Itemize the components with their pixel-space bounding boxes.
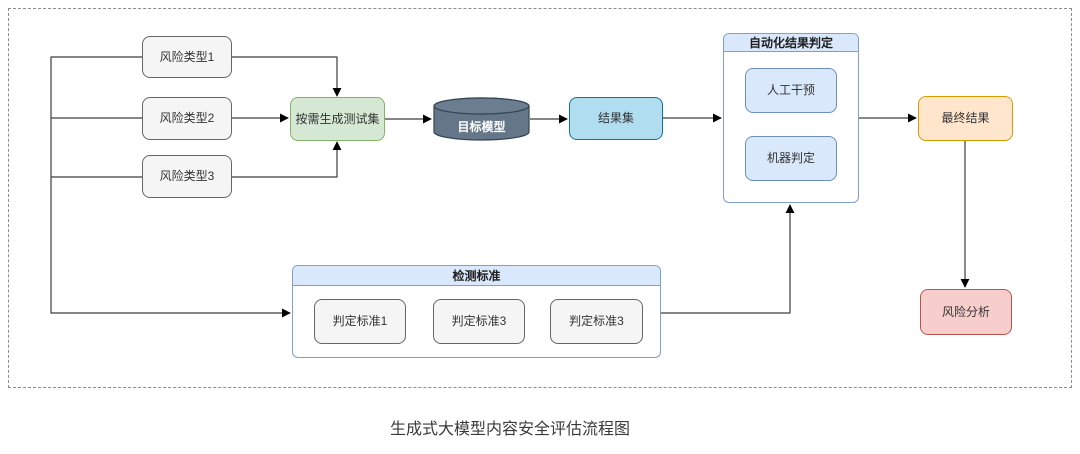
node-final-result-label: 最终结果 [941, 111, 990, 126]
container-detection-standard-header: 检测标准 [293, 266, 660, 286]
container-auto-judgement-header: 自动化结果判定 [724, 34, 858, 52]
node-criterion-1: 判定标准1 [314, 299, 406, 344]
node-risk-type-3: 风险类型3 [142, 155, 232, 198]
node-target-model-label: 目标模型 [457, 119, 506, 134]
node-result-set-label: 结果集 [597, 111, 634, 126]
node-manual-intervention-label: 人工干预 [766, 83, 815, 98]
node-generate-test-set-label: 按需生成测试集 [295, 111, 380, 126]
node-result-set: 结果集 [569, 97, 663, 140]
container-auto-judgement: 自动化结果判定 人工干预 机器判定 [723, 33, 859, 203]
node-generate-test-set: 按需生成测试集 [290, 97, 385, 141]
node-machine-judgement: 机器判定 [745, 136, 837, 181]
container-detection-standard-title: 检测标准 [452, 269, 501, 283]
node-risk-type-1-label: 风险类型1 [159, 49, 215, 64]
node-criterion-3-label: 判定标准3 [569, 314, 624, 329]
node-machine-judgement-label: 机器判定 [766, 151, 815, 166]
node-criterion-1-label: 判定标准1 [332, 314, 388, 329]
node-final-result: 最终结果 [918, 96, 1013, 141]
node-criterion-3: 判定标准3 [550, 299, 643, 344]
node-risk-type-2-label: 风险类型2 [159, 111, 215, 126]
node-risk-analysis: 风险分析 [920, 289, 1012, 335]
node-criterion-2: 判定标准3 [433, 299, 525, 344]
node-manual-intervention: 人工干预 [745, 68, 837, 113]
node-risk-type-1: 风险类型1 [142, 36, 232, 78]
cylinder-shape [433, 97, 530, 141]
node-risk-analysis-label: 风险分析 [941, 304, 990, 319]
node-risk-type-3-label: 风险类型3 [159, 169, 215, 184]
node-risk-type-2: 风险类型2 [142, 97, 232, 140]
node-target-model: 目标模型 [433, 97, 530, 141]
node-criterion-2-label: 判定标准3 [451, 314, 507, 329]
diagram-caption: 生成式大模型内容安全评估流程图 [389, 421, 630, 438]
container-auto-judgement-title: 自动化结果判定 [748, 36, 833, 50]
container-detection-standard: 检测标准 判定标准1 判定标准3 判定标准3 [292, 265, 661, 358]
